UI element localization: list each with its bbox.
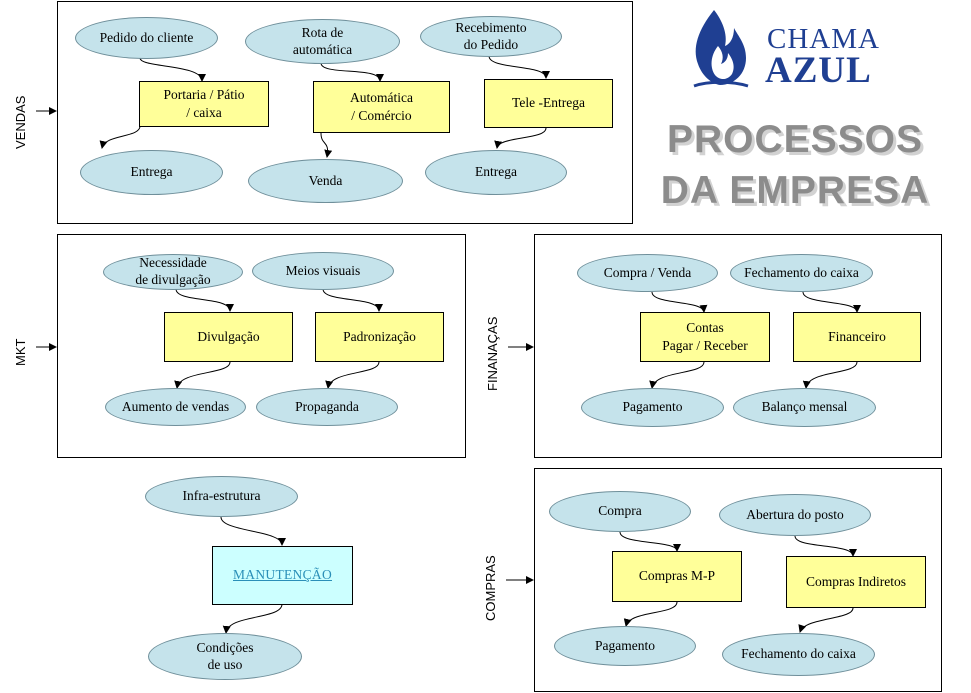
- financas-output-balanco-mensal: Balanço mensal: [733, 388, 876, 427]
- vendas-input-rota: Rota de automática: [245, 19, 400, 64]
- financas-input-compra-venda: Compra / Venda: [577, 254, 718, 292]
- vendas-process-automatica: Automática / Comércio: [313, 81, 450, 133]
- vendas-output-venda: Venda: [248, 159, 403, 203]
- mkt-output-propaganda: Propaganda: [256, 388, 398, 426]
- compras-process-mp: Compras M-P: [612, 551, 742, 602]
- compras-input-abertura-posto: Abertura do posto: [719, 494, 871, 536]
- vendas-output-entrega-2: Entrega: [425, 150, 567, 195]
- page-title-line2: DA EMPRESA: [660, 169, 930, 212]
- mkt-process-padronizacao: Padronização: [315, 312, 444, 362]
- page-title-line1: PROCESSOS: [666, 118, 924, 161]
- financas-input-fechamento-caixa: Fechamento do caixa: [730, 254, 873, 292]
- compras-process-indiretos: Compras Indiretos: [786, 556, 926, 608]
- logo-text-chama: CHAMA: [767, 23, 880, 55]
- mkt-output-aumento-vendas: Aumento de vendas: [105, 388, 246, 426]
- financas-process-financeiro: Financeiro: [793, 312, 921, 362]
- mkt-input-necessidade: Necessidade de divulgação: [103, 254, 243, 290]
- compras-input-compra: Compra: [549, 491, 691, 532]
- vendas-input-pedido-cliente: Pedido do cliente: [75, 17, 218, 59]
- financas-output-pagamento: Pagamento: [581, 388, 724, 427]
- compras-output-pagamento: Pagamento: [554, 626, 696, 666]
- manutencao-output-condicoes: Condições de uso: [148, 633, 302, 680]
- vendas-output-entrega-1: Entrega: [80, 150, 223, 195]
- vendas-label: VENDAS: [13, 95, 28, 149]
- financas-process-contas: Contas Pagar / Receber: [640, 312, 770, 362]
- mkt-input-meios-visuais: Meios visuais: [252, 252, 394, 290]
- compras-output-fechamento-caixa: Fechamento do caixa: [722, 633, 875, 676]
- vendas-process-tele-entrega: Tele -Entrega: [484, 79, 613, 128]
- manutencao-link[interactable]: MANUTENÇÃO: [233, 567, 332, 583]
- mkt-label: MKT: [13, 338, 28, 366]
- vendas-input-recebimento: Recebimento do Pedido: [420, 16, 562, 57]
- vendas-process-portaria: Portaria / Pátio / caixa: [139, 81, 269, 127]
- logo-text-azul: AZUL: [765, 50, 872, 91]
- mkt-process-divulgacao: Divulgação: [164, 312, 293, 362]
- flame-icon: [693, 10, 749, 88]
- financas-label: FINANAÇAS: [485, 316, 500, 391]
- manutencao-input-infra: Infra-estrutura: [145, 476, 298, 517]
- compras-label: COMPRAS: [483, 555, 498, 621]
- manutencao-process-box: MANUTENÇÃO: [212, 546, 353, 605]
